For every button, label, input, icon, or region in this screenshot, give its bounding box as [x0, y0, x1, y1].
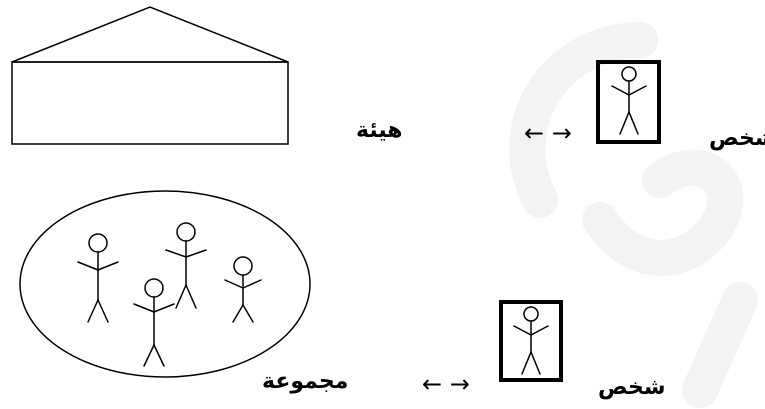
group-person-4: [134, 279, 174, 366]
person-label-row2: شخص: [598, 377, 666, 399]
row1-arrows: ← →: [524, 121, 572, 145]
row2-arrows: ← →: [422, 372, 470, 396]
group-person-1: [78, 234, 118, 322]
person-label-row1: شخص: [709, 128, 765, 150]
building-icon: [12, 7, 288, 144]
group-icon: [20, 191, 310, 377]
group-label: مجموعة: [262, 371, 348, 393]
framed-person-icon: [501, 302, 561, 380]
organization-label: هيئة: [356, 120, 403, 142]
group-person-2: [166, 223, 206, 308]
framed-person-icon: [598, 62, 659, 142]
group-person-3: [225, 257, 261, 322]
